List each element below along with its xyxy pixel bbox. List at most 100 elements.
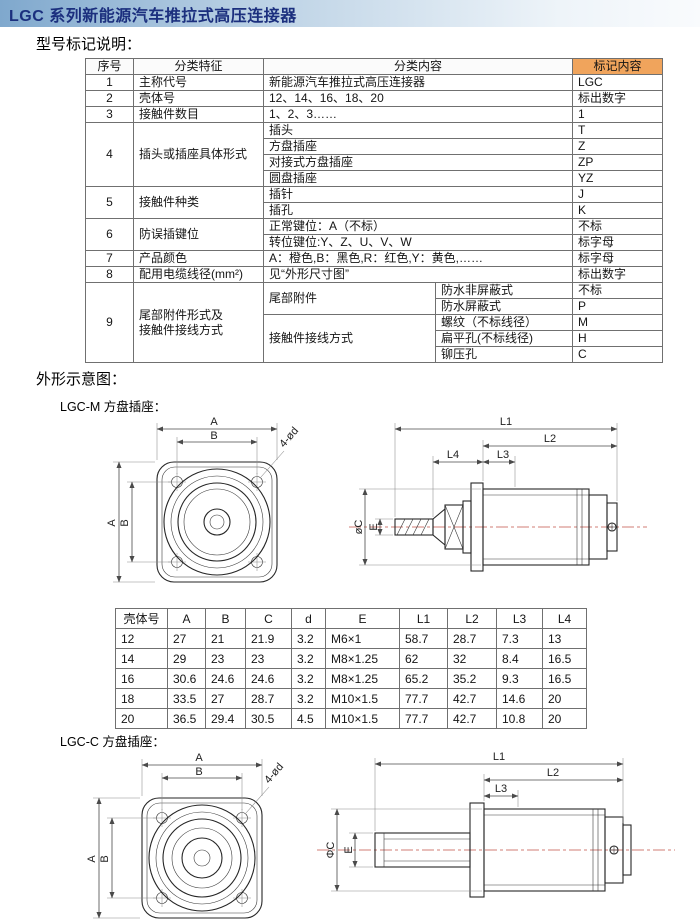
dim-cell: 13 xyxy=(542,628,587,649)
row-no: 7 xyxy=(85,250,134,267)
dim-cell: 28.7 xyxy=(447,628,497,649)
col-header-mark: 标记内容 xyxy=(572,58,664,75)
flange-hole xyxy=(153,809,251,907)
dim-col-header: C xyxy=(245,608,292,629)
row-content: 新能源汽车推拉式高压连接器 xyxy=(262,74,574,91)
dim-cell: 23 xyxy=(205,648,246,669)
dim-col-header: B xyxy=(205,608,246,629)
row-content: 见“外形尺寸图” xyxy=(262,266,574,283)
row-mark: YZ xyxy=(572,170,664,187)
row-no: 9 xyxy=(85,282,134,363)
row-feature: 插头或插座具体形式 xyxy=(133,122,264,187)
table-row: 2 壳体号 12、14、16、18、20 标出数字 xyxy=(85,90,664,107)
dim-cell: 7.3 xyxy=(496,628,543,649)
table-row: 1 主称代号 新能源汽车推拉式高压连接器 LGC xyxy=(85,74,664,91)
dim-label-a-left: A xyxy=(106,519,118,527)
dim-col-header: 壳体号 xyxy=(115,608,168,629)
dim-cell: 18 xyxy=(115,688,168,709)
dim-label-l2: L2 xyxy=(547,767,559,779)
dim-label-l3: L3 xyxy=(495,783,507,795)
row-content: 12、14、16、18、20 xyxy=(262,90,574,107)
row-no: 1 xyxy=(85,74,134,91)
dim-cell: 3.2 xyxy=(291,668,326,689)
table-row: 插孔 K xyxy=(86,202,664,219)
flange-hole xyxy=(168,473,266,571)
dim-cell: 27 xyxy=(205,688,246,709)
marking-table: 序号 分类特征 分类内容 标记内容 1 主称代号 新能源汽车推拉式高压连接器 L… xyxy=(85,58,664,363)
lgcc-front-view-drawing: A B A B 4-ød xyxy=(86,752,286,919)
row-mark: 标字母 xyxy=(572,234,664,251)
dim-label-e: E xyxy=(368,523,380,530)
row-content: A：橙色,B：黑色,R：红色,Y：黄色,…… xyxy=(262,250,574,267)
dim-label-l4: L4 xyxy=(447,449,459,461)
dim-label-a-top: A xyxy=(210,416,218,428)
row-mark: H xyxy=(572,330,664,347)
dim-cell: 14 xyxy=(115,648,168,669)
table-row: 9 尾部附件形式及 接触件接线方式 尾部附件 防水非屏蔽式 不标 xyxy=(85,282,664,363)
dim-cell: M6×1 xyxy=(325,628,400,649)
dim-header-row: 壳体号 A B C d E L1 L2 L3 L4 xyxy=(115,608,587,629)
dim-cell: 24.6 xyxy=(245,668,292,689)
dim-cell: 30.5 xyxy=(245,708,292,729)
row-content: 圆盘插座 xyxy=(262,170,574,187)
row-content: 扁平孔(不标线径) xyxy=(434,330,574,347)
lgcc-side-view-drawing: L1 L2 L3 ΦC E xyxy=(317,751,675,898)
dim-cell: 58.7 xyxy=(399,628,448,649)
dim-label-phi-c: ΦC xyxy=(325,842,337,859)
row-feature: 主称代号 xyxy=(133,74,264,91)
row-content: 转位键位:Y、Z、U、V、W xyxy=(262,234,574,251)
row-mark: 不标 xyxy=(572,282,664,299)
table-row: 6 防误插键位 正常键位：A（不标） 不标 xyxy=(85,218,664,251)
row-mark: C xyxy=(572,346,664,363)
row-mark: K xyxy=(572,202,664,219)
dim-cell: 3.2 xyxy=(291,688,326,709)
dim-label-e: E xyxy=(343,846,355,853)
dim-cell: 42.7 xyxy=(447,688,497,709)
dim-label-phi-c: øC xyxy=(353,520,365,535)
row-content: 插针 xyxy=(262,186,574,203)
dim-label-a-top: A xyxy=(195,752,203,764)
dim-cell: 20 xyxy=(542,688,587,709)
dim-cell: 16.5 xyxy=(542,648,587,669)
dim-col-header: L3 xyxy=(496,608,543,629)
dim-cell: 27 xyxy=(167,628,206,649)
dim-col-header: d xyxy=(291,608,326,629)
dim-cell: 3.2 xyxy=(291,628,326,649)
dim-cell: 20 xyxy=(542,708,587,729)
row-content: 防水屏蔽式 xyxy=(434,298,574,315)
dim-label-l1: L1 xyxy=(493,751,505,763)
dim-cell: 12 xyxy=(115,628,168,649)
row-no: 5 xyxy=(85,186,134,219)
dim-cell: 14.6 xyxy=(496,688,543,709)
dim-cell: 21.9 xyxy=(245,628,292,649)
row-mark: J xyxy=(572,186,664,203)
dim-cell: 30.6 xyxy=(167,668,206,689)
hole-callout-label: 4-ød xyxy=(277,425,301,450)
outline-section-heading: 外形示意图： xyxy=(36,371,127,388)
dim-cell: 77.7 xyxy=(399,708,448,729)
row-mark: 标出数字 xyxy=(572,90,664,107)
row-mark: 不标 xyxy=(572,218,664,235)
table-row: 接触件接线方式 螺纹（不标线径） M xyxy=(86,314,664,363)
row-content: 插孔 xyxy=(262,202,574,219)
dim-cell: M8×1.25 xyxy=(325,648,400,669)
dim-label-l2: L2 xyxy=(544,433,556,445)
dim-label-l1: L1 xyxy=(500,416,512,428)
col-header-feature: 分类特征 xyxy=(133,58,264,75)
row-mark: 标字母 xyxy=(572,250,664,267)
row-no: 3 xyxy=(85,106,134,123)
row-no: 8 xyxy=(85,266,134,283)
row-content: 防水非屏蔽式 xyxy=(434,282,574,299)
dim-col-header: L1 xyxy=(399,608,448,629)
dim-cell: 35.2 xyxy=(447,668,497,689)
dim-col-header: A xyxy=(167,608,206,629)
row-no: 6 xyxy=(85,218,134,251)
dim-label-b-left: B xyxy=(119,519,131,526)
row-mark: 标出数字 xyxy=(572,266,664,283)
dim-cell: 32 xyxy=(447,648,497,669)
title-bar: LGC 系列新能源汽车推拉式高压连接器 xyxy=(0,0,700,27)
row-feature: 配用电缆线径(mm²) xyxy=(133,266,264,283)
